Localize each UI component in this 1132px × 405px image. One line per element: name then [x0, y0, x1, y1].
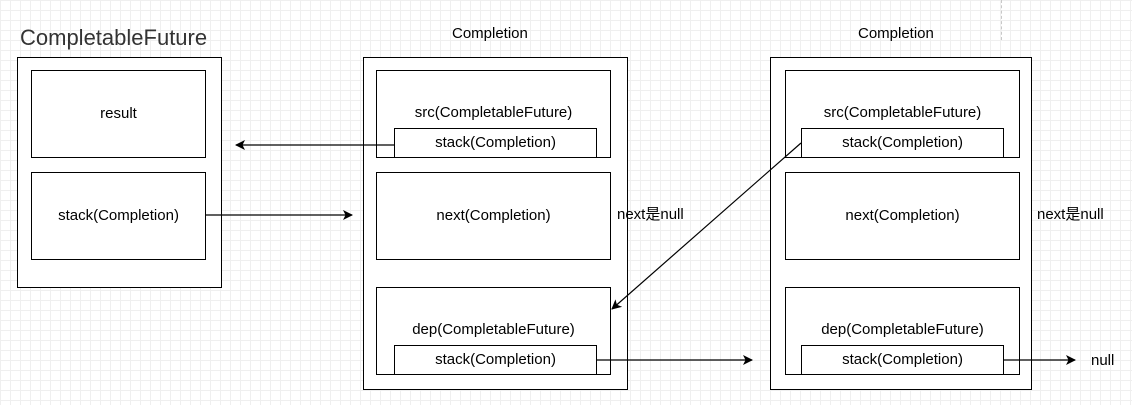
completion-2-src-label: src(CompletableFuture): [823, 104, 982, 121]
completion-1-src-stack[interactable]: stack(Completion): [394, 128, 597, 158]
completion-1-next-field[interactable]: next(Completion): [376, 172, 611, 260]
completion-1-next-note: next是null: [617, 206, 684, 223]
completion-1-src-label: src(CompletableFuture): [414, 104, 573, 121]
completion-2-next-field[interactable]: next(Completion): [785, 172, 1020, 260]
completion-2-title: Completion: [858, 25, 934, 42]
future-stack-field[interactable]: stack(Completion): [31, 172, 206, 260]
completion-2-dep-stack[interactable]: stack(Completion): [801, 345, 1004, 375]
completion-2-src-stack[interactable]: stack(Completion): [801, 128, 1004, 158]
null-terminal-label: null: [1091, 352, 1115, 369]
future-title: CompletableFuture: [20, 25, 208, 50]
future-result-field[interactable]: result: [31, 70, 206, 158]
completion-1-title: Completion: [452, 25, 528, 42]
completion-2-dep-label: dep(CompletableFuture): [821, 321, 984, 338]
completion-1-dep-label: dep(CompletableFuture): [412, 321, 575, 338]
completion-1-dep-stack[interactable]: stack(Completion): [394, 345, 597, 375]
completion-2-next-note: next是null: [1037, 206, 1104, 223]
guide-line: [1001, 0, 1002, 40]
